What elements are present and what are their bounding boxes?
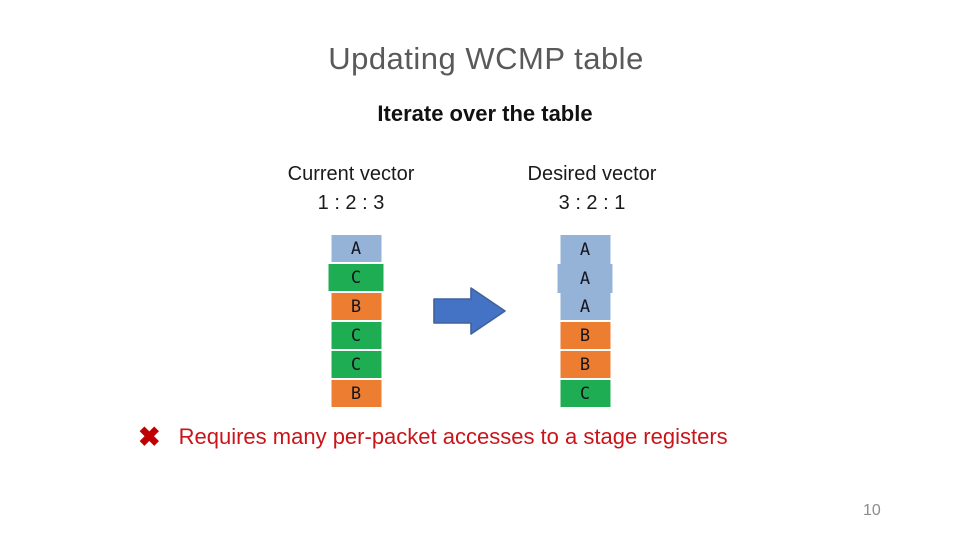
desired-vector-label: Desired vector xyxy=(527,163,657,185)
slide-subtitle: Iterate over the table xyxy=(377,101,593,126)
page-number: 10 xyxy=(863,502,881,519)
vector-cell: A xyxy=(560,293,610,320)
note-text: Requires many per-packet accesses to a s… xyxy=(178,424,728,449)
vector-cell: B xyxy=(560,322,610,349)
vector-cell: B xyxy=(331,380,381,407)
vector-cell: B xyxy=(331,293,381,320)
vector-cell: A xyxy=(560,235,610,264)
vector-cell: C xyxy=(331,351,381,378)
vector-cell: A xyxy=(557,264,613,293)
cross-icon: ✖ xyxy=(138,422,161,452)
desired-vector-ratio: 3 : 2 : 1 xyxy=(558,192,626,214)
current-vector-header: Current vector 1 : 2 : 3 xyxy=(288,160,415,218)
vector-cell: C xyxy=(560,380,610,407)
current-vector-ratio: 1 : 2 : 3 xyxy=(317,192,385,214)
note-line: ✖ Requires many per-packet accesses to a… xyxy=(138,422,728,452)
slide-title: Updating WCMP table xyxy=(328,41,644,76)
vector-cell: B xyxy=(560,351,610,378)
current-vector-label: Current vector xyxy=(287,163,415,185)
desired-vector-header: Desired vector 3 : 2 : 1 xyxy=(528,160,657,218)
vector-cell: C xyxy=(328,264,384,291)
right-arrow-icon xyxy=(433,286,507,341)
vector-cell: C xyxy=(331,322,381,349)
vector-cell: A xyxy=(331,235,381,262)
